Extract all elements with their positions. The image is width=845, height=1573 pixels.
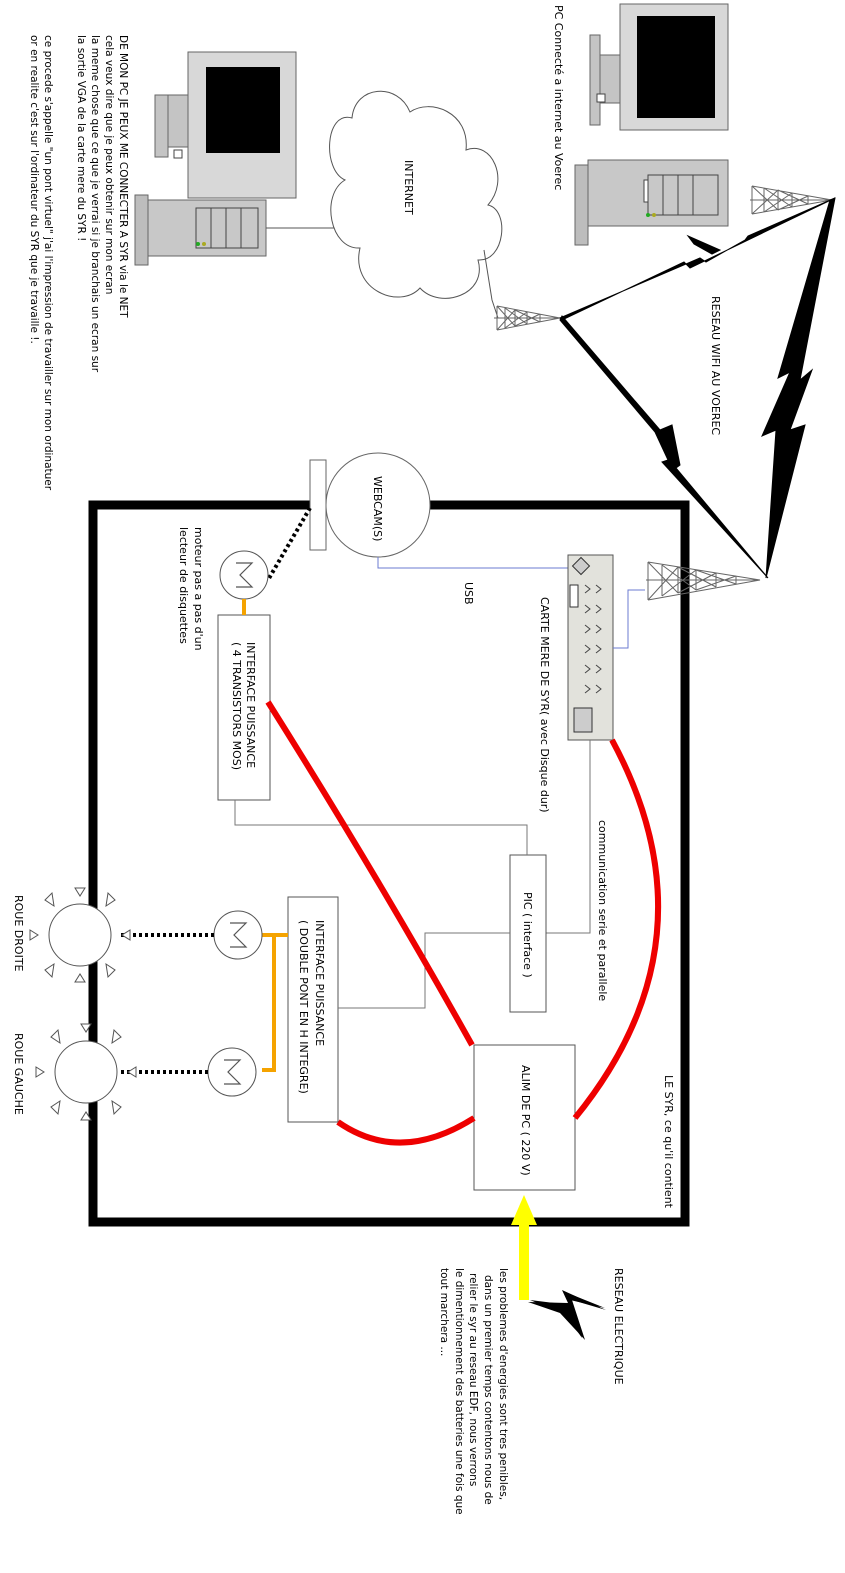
lightning-icon [528,1290,606,1340]
note-left2-line-1: ce procede s'appelle "un pont virtuel" j… [42,35,54,491]
internet-label: INTERNET [402,160,415,215]
left-wheel-icon [35,1023,137,1121]
wifi-links [559,197,836,579]
antenna-icon [750,185,833,215]
energy-note-line-1: les problemes d'energies sont tres penib… [497,1268,509,1500]
note-left2-line-2: or en realite c'est sur l'ordinateur du … [28,35,40,344]
note-left-line-4: la sortie VGA de la carte mere du SYR ! [75,35,87,241]
pic-label: PIC ( interface ) [521,892,534,978]
mains-arrow-icon [511,1195,537,1300]
right-motor-icon [213,910,263,960]
interface-h-box [287,896,339,1123]
motherboard-icon [567,554,614,741]
power-cable-motherboard [572,738,662,1120]
pc-internet-label: PC Connecté a internet au Voerec [552,5,565,190]
motor-m-glyph [224,1059,242,1085]
stepper-motor-icon [219,550,269,600]
syr-label: LE SYR, ce qu'il contient [662,1075,675,1209]
webcam-label: WEBCAM(S) [371,476,384,541]
right-wheel-label: ROUE DROITE [12,895,25,972]
energy-note-line-4: le dimentionnement des batteries une foi… [453,1268,465,1515]
mains-label: RESEAU ELECTRIQUE [612,1268,625,1385]
wifi-label: RESEAU WIFI AU VOEREC [709,296,722,435]
stepper-label-2: lecteur de disquettes [177,527,190,644]
interface-mos-label-2: ( 4 TRANSISTORS MOS) [230,642,243,770]
interface-h-label-1: INTERFACE PUISSANCE [313,920,326,1046]
energy-note-line-5: tout marchera ... [438,1268,450,1356]
internet-cloud-icon [329,90,503,299]
motherboard-pic-line [536,740,591,934]
computer-tower-icon [134,194,267,266]
energy-note-line-3: relier le syr au reseau EDF, nous verron… [467,1273,479,1486]
pic-interface-mos-line [234,800,528,855]
pic-interface-h-line [338,932,510,1009]
power-cable-interface-mos [265,700,475,1047]
h-bridge-motor-cable [262,933,288,1072]
motherboard-label: CARTE MERE DE SYR( avec Disque dur) [538,597,551,813]
energy-note-line-2: dans un premier temps contentons nous de [482,1275,494,1505]
monitor-icon [589,3,729,131]
webcam-stepper-link [266,506,312,582]
pc-internet-computer [574,3,729,246]
power-cable-interface-h [336,1115,476,1146]
interface-h-label-2: ( DOUBLE PONT EN H INTEGRE) [297,920,310,1094]
my-pc-computer [134,51,297,266]
pic-box [509,854,547,1013]
motherboard-antenna-line [613,589,645,649]
power-supply-box [473,1044,576,1191]
usb-label: USB [462,582,475,605]
antenna-icon [494,305,561,331]
communication-label: communication serie et parallele [596,820,609,1001]
right-wheel-icon [29,887,131,983]
motor-m-glyph [236,562,254,588]
left-motor-icon [207,1047,257,1097]
interface-mos-label-1: INTERFACE PUISSANCE [244,642,257,768]
webcam-usb-line [377,557,590,569]
cloud-antenna-link [483,249,499,319]
computer-tower-icon [574,159,729,246]
webcam-mount [309,459,327,551]
note-left-line-2: cela veux dire que je peux obtenir sur m… [103,35,115,294]
note-left-line-1: DE MON PC JE PEUX ME CONNECTER A SYR via… [117,35,129,318]
monitor-icon [154,51,297,199]
power-supply-label: ALIM DE PC ( 220 V) [519,1065,532,1176]
note-left-line-3: la meme chose que ce que je verrai si je… [89,35,101,373]
antenna-icon [646,561,761,601]
motor-m-glyph [230,922,248,948]
left-wheel-label: ROUE GAUCHE [12,1033,25,1115]
stepper-label-1: moteur pas a pas d'un [192,527,205,651]
interface-mos-box [217,614,271,801]
